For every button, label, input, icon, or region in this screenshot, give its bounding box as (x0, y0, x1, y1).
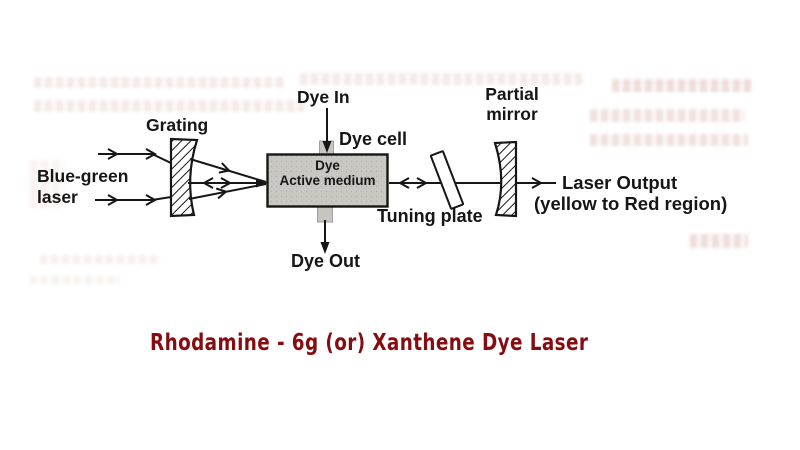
dye-out-arrow (320, 220, 330, 254)
dye-cell-label: Dye cell (339, 129, 408, 149)
bleedthrough-smudge (30, 276, 120, 284)
partial-mirror-label-line2: mirror (486, 103, 538, 124)
pump-source-label-line2: laser (37, 187, 78, 207)
figure-caption: Rhodamine - 6g (or) Xanthene Dye Laser (150, 330, 589, 356)
dye-in-arrow (322, 108, 332, 153)
grating-element (169, 137, 199, 218)
dye-cell-box (266, 153, 389, 208)
grating-label: Grating (146, 115, 209, 135)
bleedthrough-smudge (590, 109, 745, 122)
bleedthrough-smudge (690, 234, 748, 248)
bleedthrough-smudge (30, 160, 64, 208)
tuning-plate-element (430, 150, 464, 210)
active-medium-label: Dye Active medium (269, 158, 386, 188)
pump-source-label: Blue-green laser (37, 166, 128, 208)
tuning-plate-label: Tuning plate (377, 206, 483, 226)
bleedthrough-smudge (300, 73, 585, 85)
cavity-axis-beam (389, 177, 556, 189)
dye-in-label: Dye In (297, 87, 350, 107)
pump-beam-rays (95, 148, 172, 206)
bleedthrough-smudge (590, 134, 748, 146)
converging-rays (188, 158, 267, 200)
partial-mirror-label-line1: Partial (485, 84, 539, 104)
partial-mirror-element (493, 140, 518, 218)
convergence-arrowhead (256, 178, 268, 188)
active-medium-label-line2: Active medium (279, 173, 376, 188)
partial-mirror-label: Partial mirror (480, 84, 544, 124)
laser-output-label: Laser Output (562, 172, 678, 193)
pump-source-label-line1: Blue-green (37, 166, 129, 186)
active-medium-label-line1: Dye (315, 158, 340, 173)
laser-output-region-label: (yellow to Red region) (534, 193, 728, 214)
bleedthrough-smudge (612, 79, 752, 92)
bleedthrough-smudge (34, 77, 284, 88)
bleedthrough-smudge (40, 255, 160, 264)
bleedthrough-smudge (34, 100, 304, 112)
dye-out-label: Dye Out (291, 251, 361, 271)
